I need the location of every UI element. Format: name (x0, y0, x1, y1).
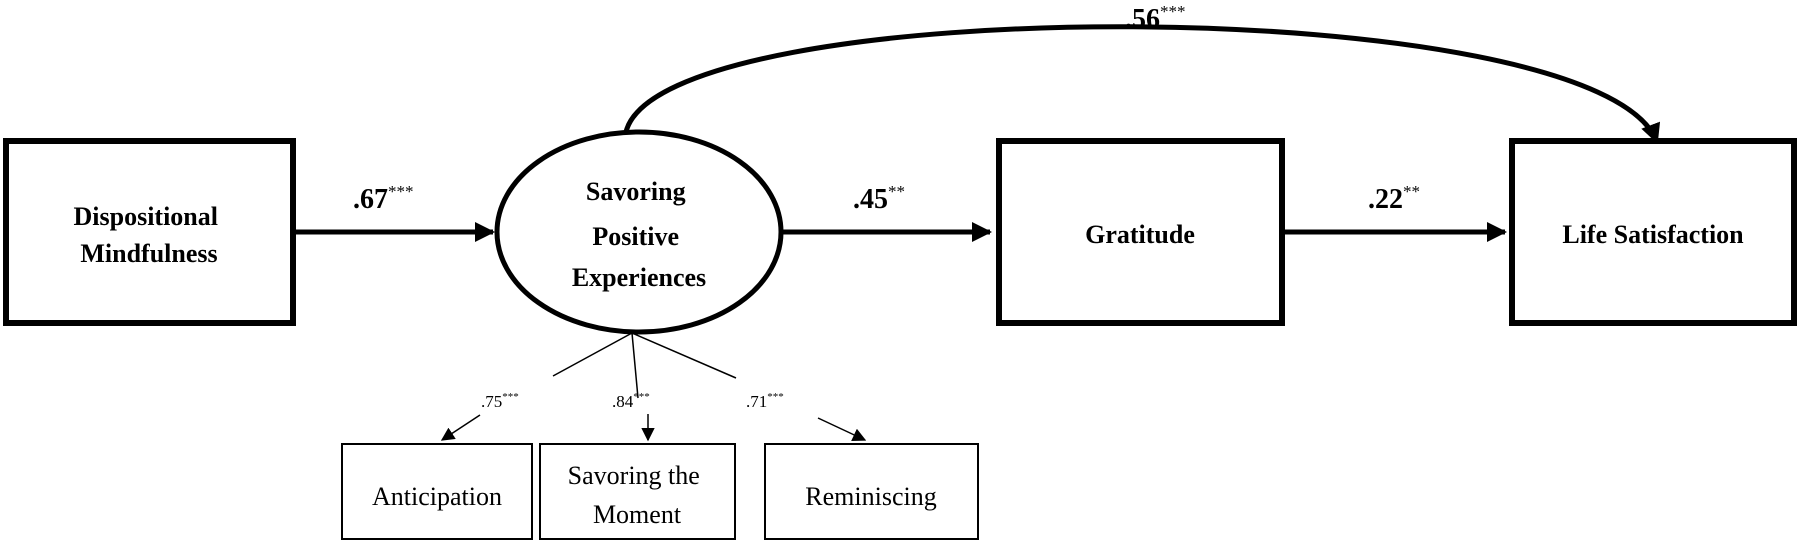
coef-gratitude-to-life-satisfaction: .22** (1368, 182, 1420, 215)
loading-arrow-anticipation (440, 414, 481, 441)
node-label-gratitude: Gratitude (1085, 220, 1195, 249)
coef-savoring-to-life-satisfaction: .56*** (1125, 2, 1186, 35)
indicator-label-anticipation: Anticipation (372, 482, 502, 511)
indicator-label-reminiscing: Reminiscing (805, 482, 936, 511)
node-label-mindfulness: Dispositional Mindfulness (74, 202, 225, 268)
loading-coef-savoring-moment: .84*** (612, 391, 650, 411)
loading-arrow-reminiscing (817, 417, 867, 441)
indicator-box-savoring-moment (539, 443, 736, 540)
loading-coef-reminiscing: .71*** (746, 391, 784, 411)
indicator-label-savoring-moment: Savoring the Moment (568, 461, 707, 529)
node-box-mindfulness (3, 138, 296, 326)
loading-coef-anticipation: .75*** (481, 391, 519, 411)
node-box-gratitude (996, 138, 1285, 326)
path-savoring-to-life-satisfaction (623, 24, 1660, 144)
node-box-life-satisfaction (1509, 138, 1797, 326)
node-label-savoring: Savoring Positive Experiences (572, 177, 706, 292)
node-label-life-satisfaction: Life Satisfaction (1562, 220, 1744, 249)
loading-line-anticipation (552, 332, 633, 377)
indicator-box-reminiscing (764, 443, 979, 540)
coef-savoring-to-gratitude: .45** (853, 182, 905, 215)
node-ellipse-savoring (494, 129, 784, 335)
loading-line-savoring-moment (631, 332, 639, 399)
loading-line-reminiscing (631, 332, 737, 379)
indicator-box-anticipation (341, 443, 533, 540)
coef-mindfulness-to-savoring: .67*** (353, 182, 414, 215)
